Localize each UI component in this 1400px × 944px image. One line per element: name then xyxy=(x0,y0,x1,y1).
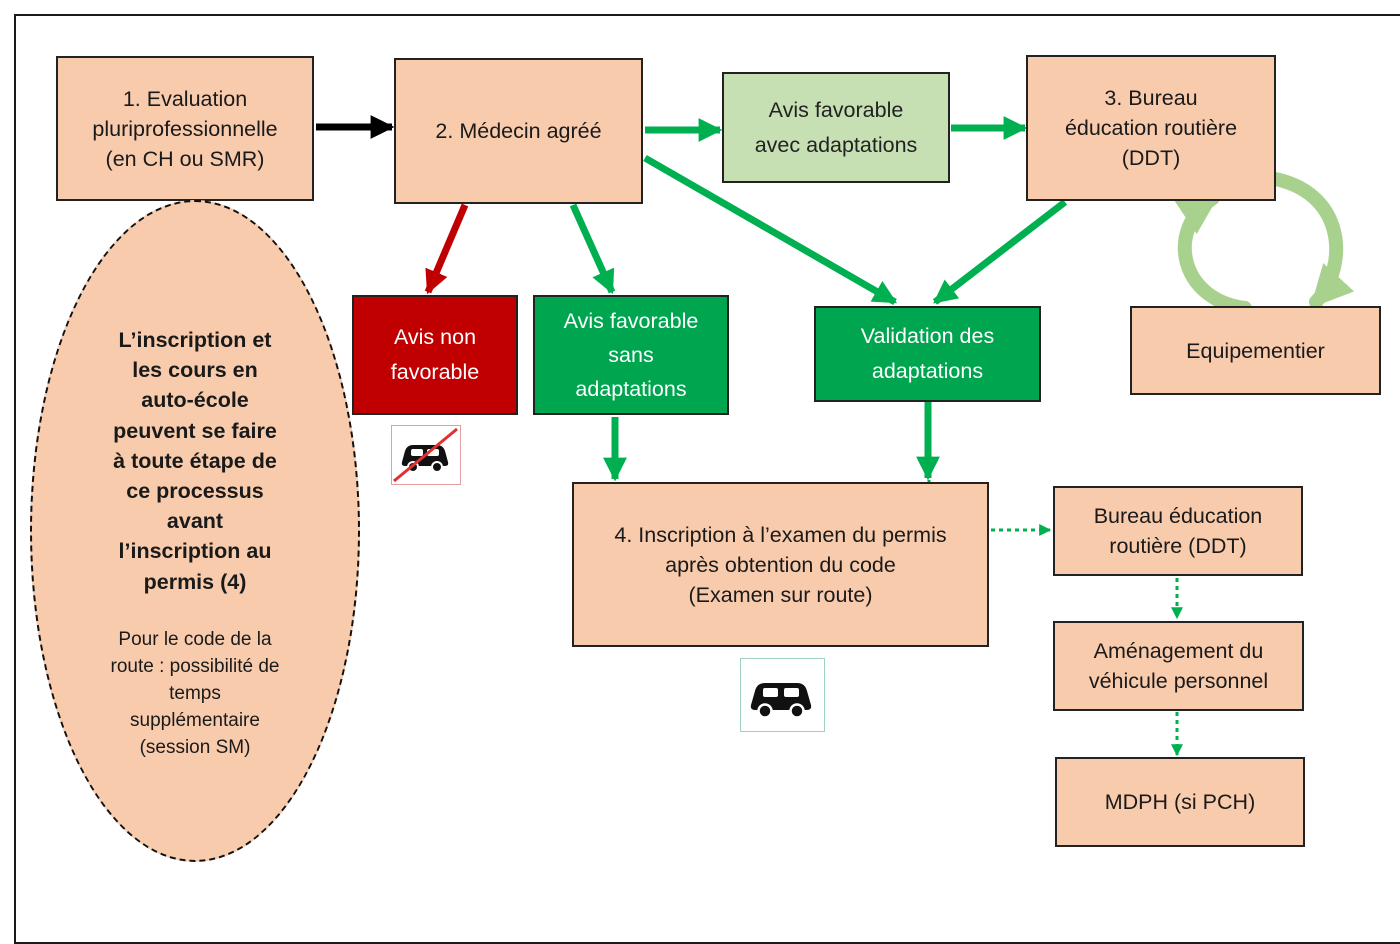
arrow-medecin-to-avis-non xyxy=(424,203,469,295)
avis-non-favorable-label: Avis non favorable xyxy=(390,325,480,384)
auto-ecole-note-text: L’inscription et les cours en auto-école… xyxy=(113,328,277,594)
arrow-medecin-to-avis-sans xyxy=(569,203,616,295)
step-medecin-label: 2. Médecin agréé xyxy=(435,119,602,143)
step-medecin-box: 2. Médecin agréé xyxy=(394,58,643,204)
car-icon xyxy=(740,658,825,732)
amenagement-label: Aménagement du véhicule personnel xyxy=(1088,639,1269,693)
auto-ecole-note-ellipse xyxy=(30,200,360,862)
step-bureau-label: 3. Bureau éducation routière (DDT) xyxy=(1064,86,1238,170)
step-evaluation-box: 1. Evaluation pluriprofessionnelle (en C… xyxy=(56,56,314,201)
avis-favorable-sans-label: Avis favorable sans adaptations xyxy=(563,309,699,401)
validation-adaptations-label: Validation des adaptations xyxy=(860,324,995,383)
code-route-note-text: Pour le code de la route : possibilité d… xyxy=(110,629,280,758)
arrow-bureau-to-validation xyxy=(932,199,1068,305)
step-inscription-label: 4. Inscription à l’examen du permis aprè… xyxy=(614,522,947,607)
avis-favorable-avec-label: Avis favorable avec adaptations xyxy=(754,97,918,157)
avis-favorable-sans-box: Avis favorable sans adaptations xyxy=(533,295,729,415)
equipementier-box: Equipementier xyxy=(1130,306,1381,395)
arrow-medecin-to-validation xyxy=(643,154,898,306)
step-bureau-box: 3. Bureau éducation routière (DDT) xyxy=(1026,55,1276,201)
step-evaluation-label: 1. Evaluation pluriprofessionnelle (en C… xyxy=(92,86,278,171)
mdph-box: MDPH (si PCH) xyxy=(1055,757,1305,847)
circular-arrows-icon xyxy=(1173,171,1355,315)
mdph-label: MDPH (si PCH) xyxy=(1104,790,1256,814)
avis-favorable-avec-box: Avis favorable avec adaptations xyxy=(722,72,950,183)
step-inscription-box: 4. Inscription à l’examen du permis aprè… xyxy=(572,482,989,647)
avis-non-favorable-box: Avis non favorable xyxy=(352,295,518,415)
amenagement-box: Aménagement du véhicule personnel xyxy=(1053,621,1304,711)
bureau-ddt-label: Bureau éducation routière (DDT) xyxy=(1093,504,1263,558)
car-crossed-icon xyxy=(391,425,461,485)
validation-adaptations-box: Validation des adaptations xyxy=(814,306,1041,402)
equipementier-label: Equipementier xyxy=(1186,338,1325,363)
bureau-ddt-box: Bureau éducation routière (DDT) xyxy=(1053,486,1303,576)
